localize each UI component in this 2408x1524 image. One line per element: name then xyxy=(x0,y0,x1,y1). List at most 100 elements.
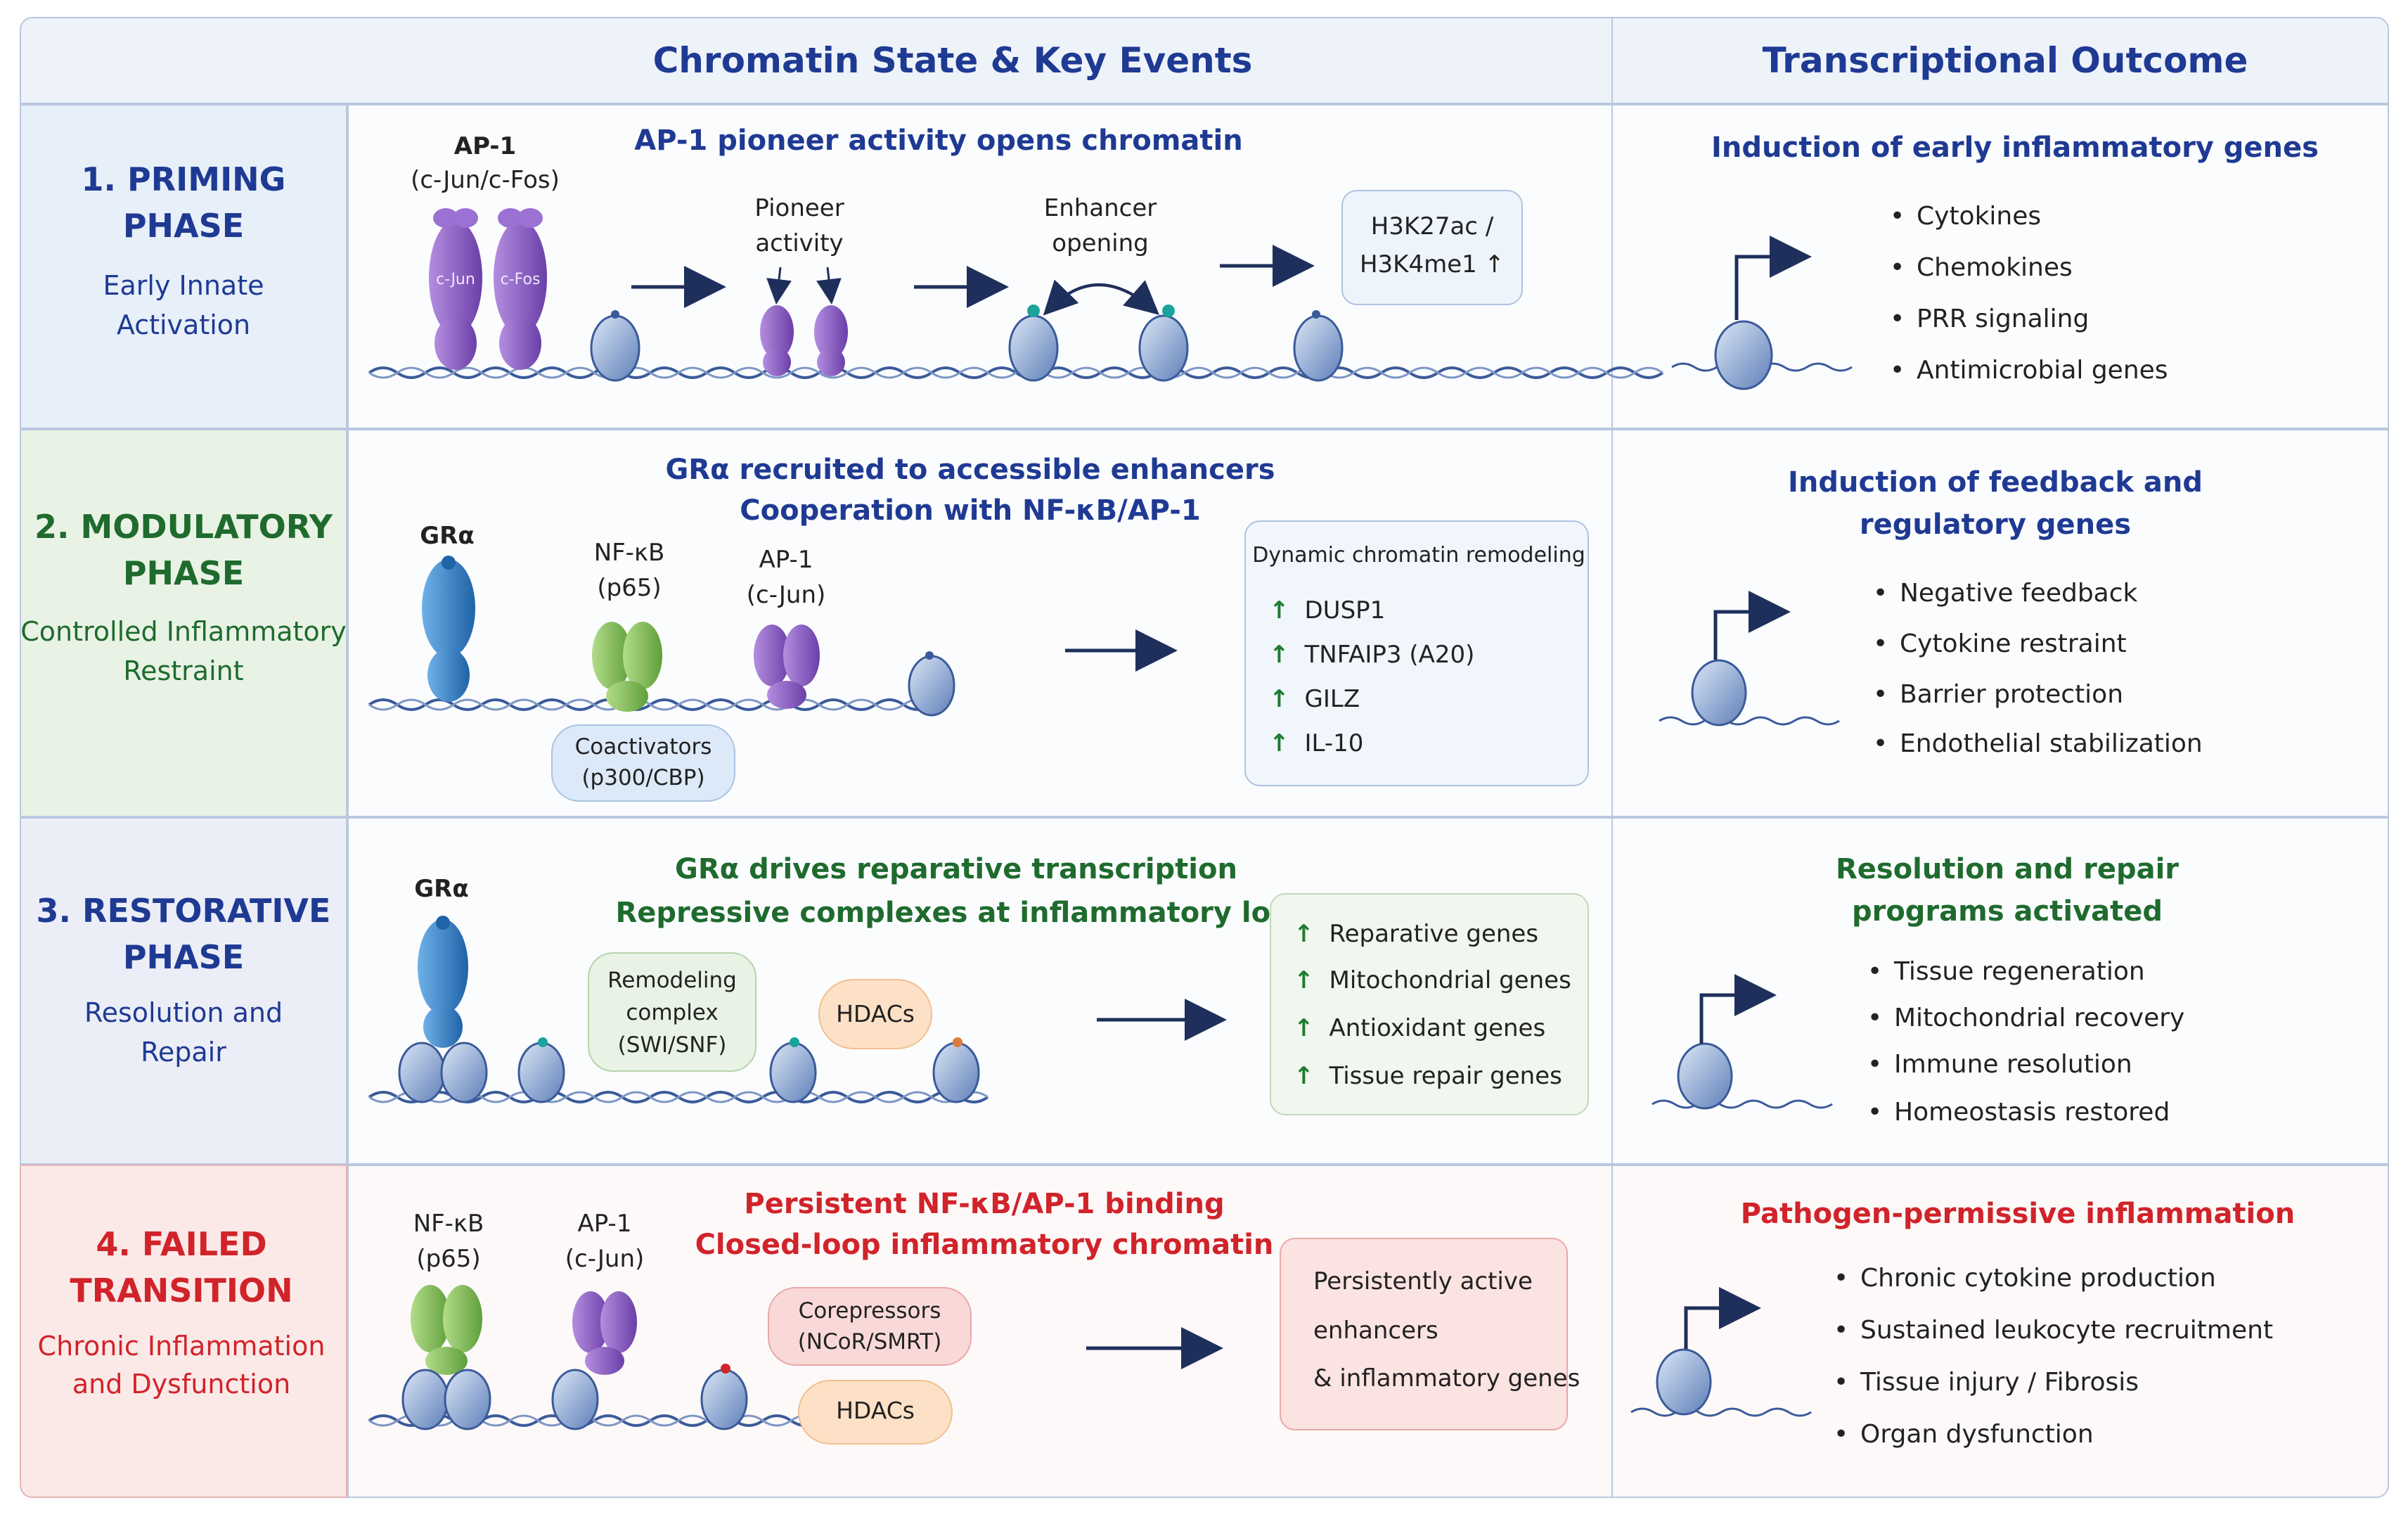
gene-item: ↑Tissue repair genes xyxy=(1294,1062,1562,1090)
ap1-sub-label: (c-Jun) xyxy=(565,1245,645,1273)
remodeling-complex-box xyxy=(588,952,756,1072)
enhancer-label-line2: opening xyxy=(1052,229,1149,257)
remodeling-line1: Remodeling xyxy=(607,968,737,993)
phase3-event-title-line1: GRα drives reparative transcription xyxy=(675,853,1237,885)
outcome-item: Cytokines xyxy=(1890,201,2041,231)
phase4-subtitle-line1: Chronic Inflammation xyxy=(37,1331,326,1362)
remodeling-box-title: Dynamic chromatin remodeling xyxy=(1252,543,1585,568)
up-arrow-icon: ↑ xyxy=(1269,641,1289,669)
nfkb-label: NF-κB xyxy=(413,1210,484,1238)
nfkb-sub-label: (p65) xyxy=(416,1245,481,1273)
gr-label: GRα xyxy=(414,875,469,903)
phase2-outcome-title-line2: regulatory genes xyxy=(1859,508,2132,541)
nucleosome xyxy=(444,1369,491,1430)
gr-alpha xyxy=(418,916,468,1048)
outcome-item: Homeostasis restored xyxy=(1867,1097,2170,1127)
phase4-event-title-line2: Closed-loop inflammatory chromatin xyxy=(695,1229,1274,1261)
outcome-item: Chronic cytokine production xyxy=(1834,1263,2216,1293)
persistent-line1: Persistently active xyxy=(1313,1267,1533,1295)
phase1-event-title: AP-1 pioneer activity opens chromatin xyxy=(634,124,1243,157)
nucleosome xyxy=(1714,320,1773,390)
nucleosome xyxy=(551,1369,599,1430)
persistent-line3: & inflammatory genes xyxy=(1313,1364,1580,1392)
nucleosome xyxy=(1138,305,1189,382)
up-arrow-icon: ↑ xyxy=(1294,1062,1314,1090)
up-arrow-icon: ↑ xyxy=(1294,920,1314,948)
remodeling-line2: complex xyxy=(626,1000,719,1025)
phase3-subtitle-line2: Repair xyxy=(141,1037,226,1068)
ap1-dimer xyxy=(429,208,547,370)
phase2-title-line1: 2. MODULATORY xyxy=(34,508,333,546)
nucleosome xyxy=(769,1037,817,1103)
gene-item: ↑Mitochondrial genes xyxy=(1294,966,1571,994)
corepressors-line1: Corepressors xyxy=(798,1298,941,1324)
phase1-title-line1: 1. PRIMING xyxy=(81,160,286,198)
nucleosome xyxy=(401,1369,449,1430)
gr-label: GRα xyxy=(420,522,475,550)
nucleosome xyxy=(398,1042,446,1103)
gene-item: ↑DUSP1 xyxy=(1269,596,1386,625)
phase2-title-line2: PHASE xyxy=(122,554,245,592)
gene-item: ↑TNFAIP3 (A20) xyxy=(1269,641,1475,669)
persistent-line2: enhancers xyxy=(1313,1317,1438,1345)
row4-label-cell xyxy=(20,1165,347,1498)
outcome-item: Tissue regeneration xyxy=(1867,956,2145,987)
phase3-subtitle-line1: Resolution and xyxy=(84,997,283,1028)
outcome-item: Mitochondrial recovery xyxy=(1867,1003,2184,1033)
histone-marks-line1: H3K27ac / xyxy=(1370,212,1494,241)
hdacs-label: HDACs xyxy=(836,1397,915,1424)
nucleosome xyxy=(1293,310,1344,382)
ap1-dimer xyxy=(572,1291,637,1375)
hdacs-box xyxy=(818,979,932,1049)
phase3-title-line1: 3. RESTORATIVE xyxy=(36,892,331,930)
phase3-event-title-line2: Repressive complexes at inflammatory loc… xyxy=(615,897,1297,929)
phase4-title-line2: TRANSITION xyxy=(70,1272,293,1310)
nucleosome xyxy=(908,651,955,717)
gene-item: ↑IL-10 xyxy=(1269,729,1364,757)
row3-label-cell xyxy=(20,817,347,1165)
phase1-subtitle-line1: Early Innate xyxy=(103,270,264,301)
column-header-chromatin: Chromatin State & Key Events xyxy=(652,40,1253,81)
ap1-sub-label: (c-Jun) xyxy=(746,581,826,609)
up-arrow-icon: ↑ xyxy=(1269,729,1289,757)
gene-item: ↑Antioxidant genes xyxy=(1294,1014,1546,1042)
enhancer-label-line1: Enhancer xyxy=(1043,194,1157,222)
up-arrow-icon: ↑ xyxy=(1269,685,1289,713)
outcome-item: Antimicrobial genes xyxy=(1890,355,2168,385)
outcome-item: Organ dysfunction xyxy=(1834,1419,2094,1449)
ap1-small xyxy=(760,305,848,376)
cfos-subunit-label: c-Fos xyxy=(500,271,541,288)
phase1-title-line2: PHASE xyxy=(122,207,245,245)
nucleosome xyxy=(1656,1348,1712,1416)
phase1-outcome-title: Induction of early inflammatory genes xyxy=(1711,132,2319,164)
remodeling-genes-box xyxy=(1244,520,1589,786)
nfkb-dimer xyxy=(592,622,662,712)
nucleosome xyxy=(1677,1042,1733,1110)
nfkb-label: NF-κB xyxy=(593,539,665,567)
remodeling-line3: (SWI/SNF) xyxy=(617,1032,727,1058)
phase1-factor-sub: (c-Jun/c-Fos) xyxy=(411,166,560,194)
pioneer-label-line2: activity xyxy=(755,229,844,257)
nucleosome xyxy=(1008,305,1059,382)
phase1-factor-name: AP-1 xyxy=(453,132,517,160)
nucleosome xyxy=(440,1042,488,1103)
outcome-item: Tissue injury / Fibrosis xyxy=(1834,1367,2139,1397)
outcome-item: Immune resolution xyxy=(1867,1049,2132,1080)
reparative-genes-box xyxy=(1270,893,1589,1115)
row1-label-cell xyxy=(20,104,347,429)
phase4-outcome-title: Pathogen-permissive inflammation xyxy=(1740,1198,2296,1230)
phase2-event-title-line1: GRα recruited to accessible enhancers xyxy=(665,454,1275,486)
histone-marks-line2: H3K4me1 ↑ xyxy=(1359,250,1505,278)
coactivators-line1: Coactivators xyxy=(574,734,712,760)
phase4-event-title-line1: Persistent NF-κB/AP-1 binding xyxy=(744,1188,1225,1220)
corepressors-box xyxy=(768,1287,972,1366)
outcome-item: Chemokines xyxy=(1890,252,2073,283)
outcome-item: Cytokine restraint xyxy=(1873,629,2127,659)
outcome-item: Sustained leukocyte recruitment xyxy=(1834,1315,2273,1345)
nucleosome xyxy=(1691,659,1747,726)
cjun-subunit-label: c-Jun xyxy=(436,271,475,288)
phase2-outcome-title-line1: Induction of feedback and xyxy=(1788,466,2203,499)
phase1-subtitle-line2: Activation xyxy=(116,309,251,340)
